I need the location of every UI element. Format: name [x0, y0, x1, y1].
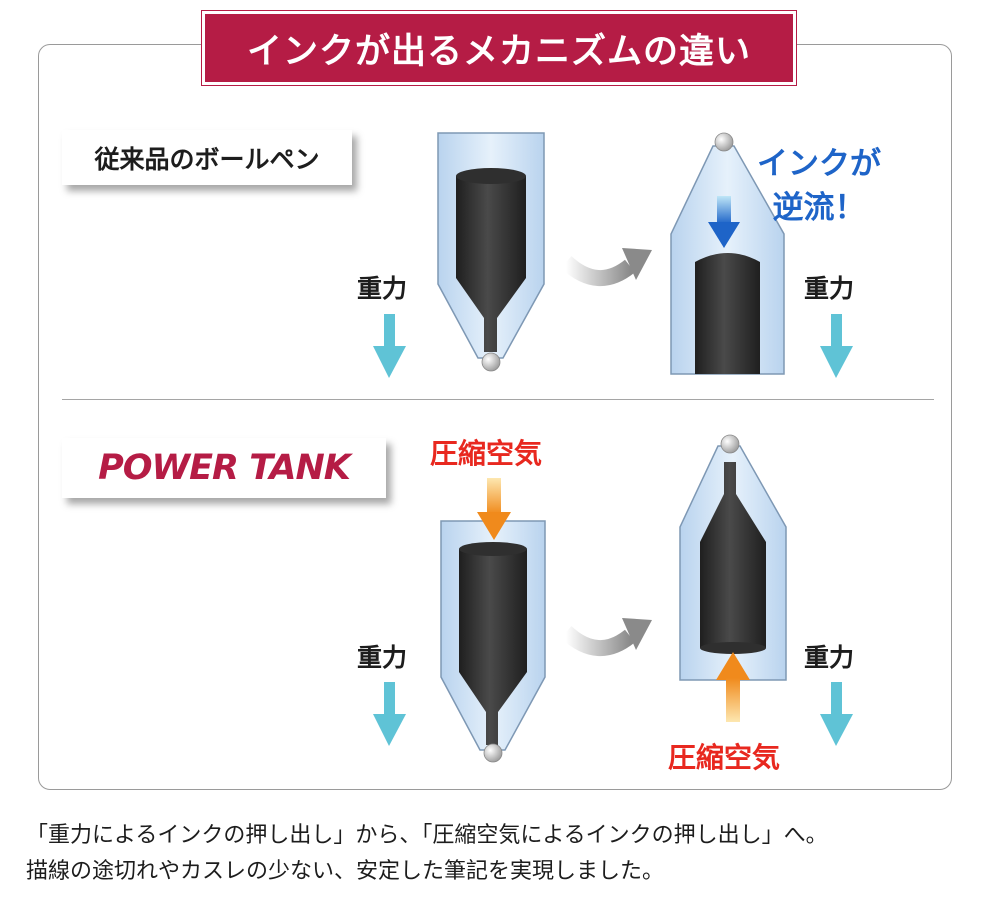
ink-backflow-line2: 逆流！ [772, 190, 866, 226]
pen-conventional-down [437, 132, 545, 372]
caption-line-1: 「重力によるインクの押し出し」から、「圧縮空気によるインクの押し出し」へ。 [26, 823, 828, 848]
gravity-arrow-icon [820, 314, 853, 378]
ball-tip-icon [714, 132, 734, 152]
pen-powertank-up [679, 434, 787, 722]
power-tank-label: POWER TANK [62, 438, 386, 498]
compressed-air-label-top: 圧縮空気 [430, 437, 543, 470]
gravity-arrow-icon [820, 682, 853, 746]
gravity-label: 重力 [804, 274, 855, 303]
gravity-label: 重力 [357, 274, 408, 303]
compressed-air-label-bottom: 圧縮空気 [668, 741, 781, 774]
curved-arrow-icon [560, 248, 652, 287]
caption-line-2: 描線の途切れやカスレの少ない、安定した筆記を実現しました。 [26, 859, 665, 884]
ink-backflow-note: インクが 逆流！ [745, 142, 893, 230]
gravity-label: 重力 [804, 643, 855, 672]
title-text: インクが出るメカニズムの違い [246, 31, 751, 72]
caption: 「重力によるインクの押し出し」から、「圧縮空気によるインクの押し出し」へ。 描線… [26, 818, 986, 890]
power-tank-label-text: POWER TANK [98, 448, 351, 488]
backflow-arrow-icon [708, 196, 740, 248]
gravity-label: 重力 [357, 643, 408, 672]
gravity-arrow-icon [373, 314, 406, 378]
conventional-label: 従来品のボールペン [62, 130, 352, 185]
section-divider [62, 399, 934, 400]
title-banner: インクが出るメカニズムの違い [205, 14, 793, 82]
ball-tip-icon [720, 434, 740, 454]
ink-backflow-line1: インクが [757, 146, 881, 182]
air-arrow-icon [716, 652, 750, 722]
ball-tip-icon [483, 743, 503, 763]
air-arrow-icon [477, 478, 511, 540]
ball-tip-icon [481, 352, 501, 372]
pen-powertank-down [440, 478, 546, 763]
pen-conventional-up [670, 132, 785, 375]
curved-arrow-icon [560, 618, 652, 657]
gravity-arrow-icon [373, 682, 406, 746]
conventional-label-text: 従来品のボールペン [94, 144, 320, 174]
